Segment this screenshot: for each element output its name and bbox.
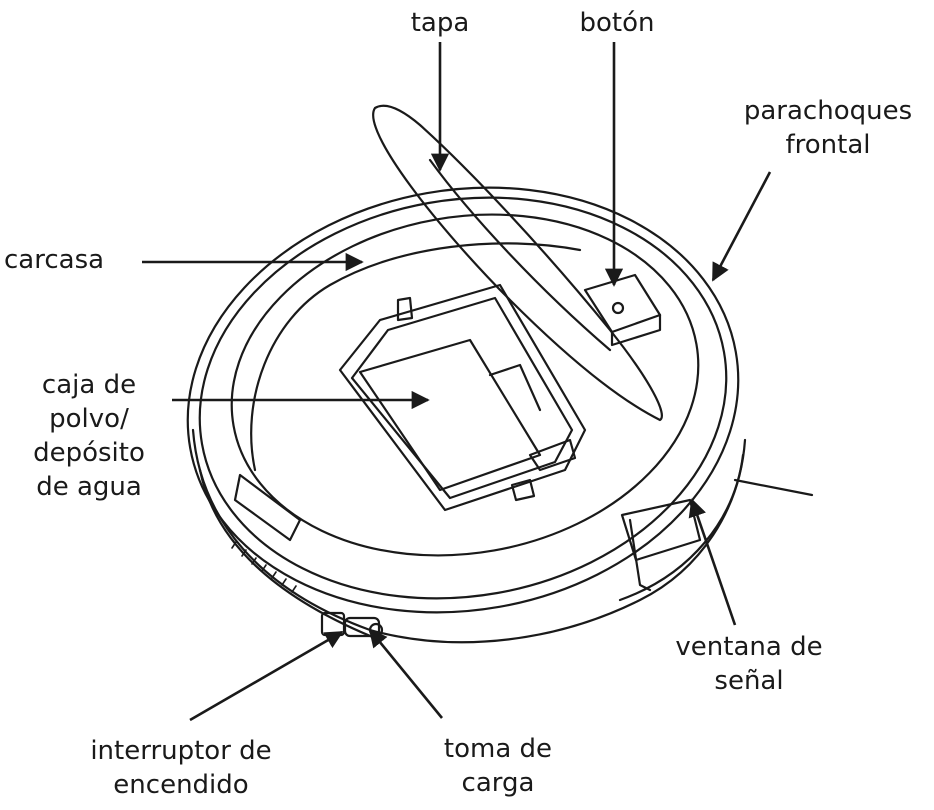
label-caja: caja de polvo/ depósito de agua bbox=[33, 370, 145, 502]
lid-shape bbox=[372, 104, 663, 422]
arrow-parachoques bbox=[711, 171, 772, 282]
dust-box-shape bbox=[338, 283, 587, 512]
label-tapa: tapa bbox=[410, 8, 470, 38]
robot-vacuum-drawing bbox=[186, 104, 814, 644]
arrow-interruptor bbox=[189, 630, 344, 722]
arrow-ventana bbox=[688, 498, 737, 626]
label-ventana: ventana de señal bbox=[675, 632, 823, 696]
leader-lines bbox=[142, 42, 772, 722]
label-interruptor: interruptor de encendido bbox=[90, 736, 272, 800]
label-carcasa: carcasa bbox=[4, 245, 105, 275]
vent-slots bbox=[231, 541, 297, 593]
label-boton: botón bbox=[579, 8, 655, 38]
label-toma: toma de carga bbox=[443, 734, 553, 798]
robot-outer-rim bbox=[186, 186, 740, 614]
signal-window-shape bbox=[620, 498, 702, 562]
arrow-toma bbox=[368, 628, 444, 719]
button-shape bbox=[583, 273, 662, 347]
label-parachoques: parachoques frontal bbox=[743, 96, 913, 160]
